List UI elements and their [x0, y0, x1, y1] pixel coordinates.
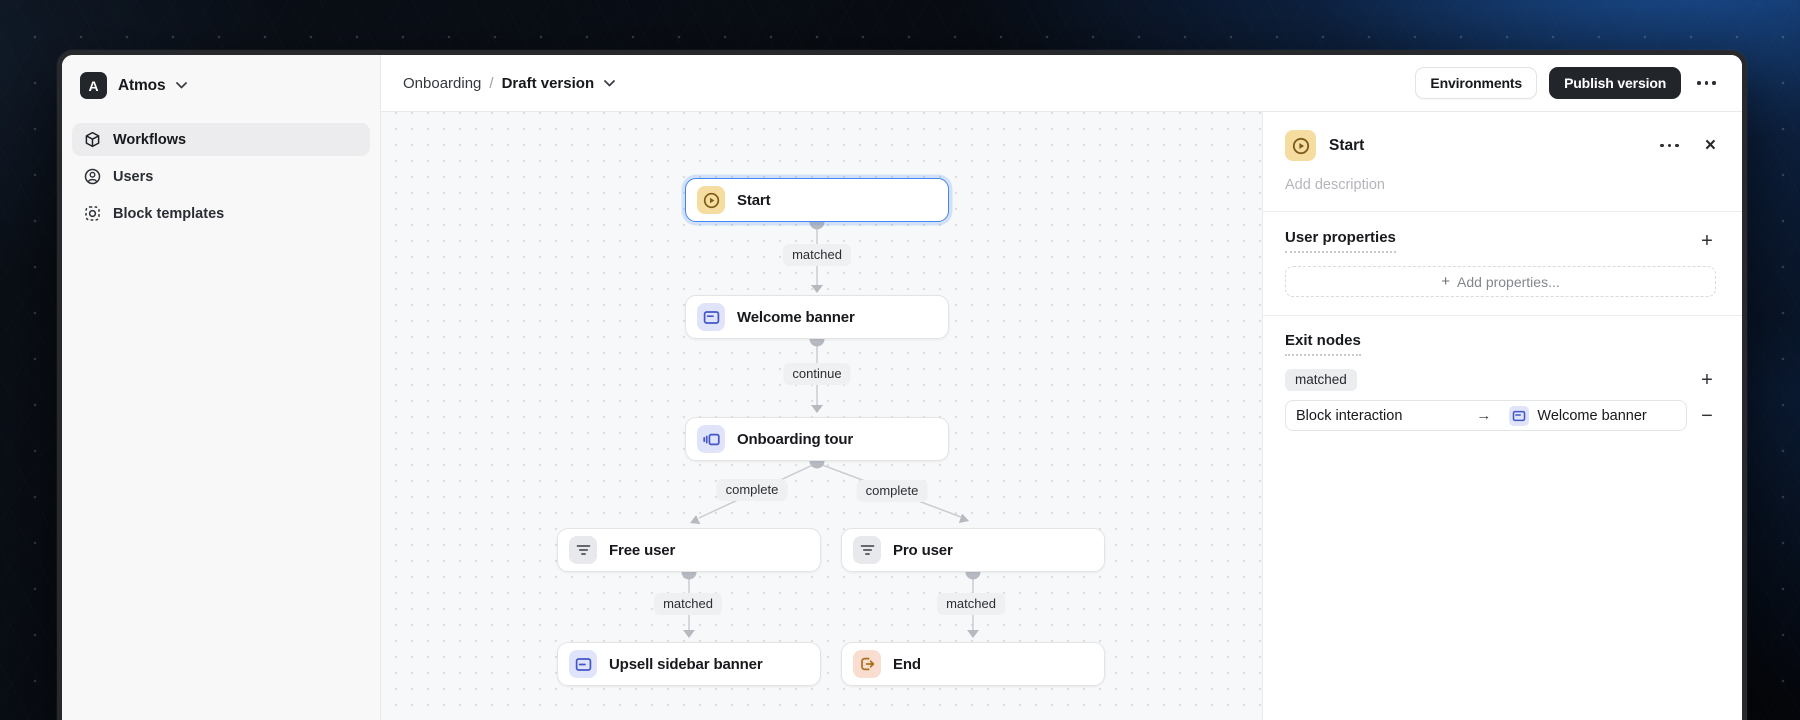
sidebar: A Atmos Workflows Users Block templates	[62, 55, 381, 720]
main-area: Onboarding / Draft version Environments …	[381, 55, 1742, 720]
play-circle-icon	[1285, 130, 1316, 161]
sidebar-item-label: Users	[113, 168, 154, 185]
filter-icon	[569, 536, 597, 564]
divider	[1263, 211, 1742, 212]
node-label: Upsell sidebar banner	[609, 655, 763, 673]
sidebar-item-label: Block templates	[113, 205, 225, 222]
edge-connectors	[681, 222, 981, 638]
plus-icon: +	[1441, 273, 1451, 290]
node-end[interactable]: End	[841, 642, 1105, 686]
edge-label: matched	[937, 593, 1005, 615]
exit-nodes-title: Exit nodes	[1285, 332, 1361, 356]
scan-icon	[85, 206, 100, 221]
inspector-header: Start ×	[1285, 130, 1716, 161]
edge-label: matched	[783, 244, 851, 266]
filter-icon	[853, 536, 881, 564]
workspace-name: Atmos	[118, 76, 166, 94]
inspector-title: Start	[1329, 136, 1365, 154]
node-upsell-sidebar-banner[interactable]: Upsell sidebar banner	[557, 642, 821, 686]
node-welcome-banner[interactable]: Welcome banner	[685, 295, 949, 339]
node-label: Free user	[609, 541, 676, 559]
add-properties-label: Add properties...	[1457, 273, 1560, 290]
banner-icon	[1509, 405, 1530, 426]
breadcrumb: Onboarding / Draft version	[403, 74, 616, 92]
node-label: Start	[737, 191, 771, 209]
node-onboarding-tour[interactable]: Onboarding tour	[685, 417, 949, 461]
description-placeholder[interactable]: Add description	[1285, 177, 1385, 193]
workspace-switcher[interactable]: A Atmos	[62, 55, 380, 113]
exit-icon	[853, 650, 881, 678]
workspace-logo: A	[80, 72, 107, 99]
edge-label: complete	[716, 479, 788, 501]
user-circle-icon	[84, 168, 101, 185]
edge-label: complete	[856, 480, 928, 502]
exit-node-tag: matched	[1285, 369, 1357, 391]
topbar: Onboarding / Draft version Environments …	[381, 55, 1742, 112]
arrow-right-icon: →	[1476, 407, 1492, 424]
cube-icon	[85, 131, 100, 148]
exit-rule-row[interactable]: Block interaction → Welcome banner	[1285, 400, 1687, 431]
workflow-canvas[interactable]: matched continue complete complete match…	[381, 112, 1262, 720]
chevron-down-icon	[176, 82, 188, 89]
node-pro-user[interactable]: Pro user	[841, 528, 1105, 572]
sidebar-item-workflows[interactable]: Workflows	[72, 123, 370, 156]
breadcrumb-parent[interactable]: Onboarding	[403, 74, 482, 92]
node-label: Welcome banner	[737, 308, 855, 326]
add-properties-button[interactable]: + Add properties...	[1285, 266, 1716, 297]
divider	[1263, 315, 1742, 316]
content: matched continue complete complete match…	[381, 112, 1742, 720]
user-properties-title: User properties	[1285, 229, 1396, 253]
inspector-panel: Start × Add description User properties …	[1262, 112, 1742, 720]
add-exit-node-button[interactable]: +	[1701, 369, 1713, 391]
add-user-property-button[interactable]: +	[1701, 230, 1713, 252]
sidebar-nav: Workflows Users Block templates	[62, 113, 380, 230]
environments-button[interactable]: Environments	[1415, 67, 1538, 99]
topbar-actions: Environments Publish version	[1415, 67, 1720, 99]
node-label: Pro user	[893, 541, 953, 559]
app-window: A Atmos Workflows Users Block templates …	[57, 50, 1747, 720]
node-label: Onboarding tour	[737, 430, 854, 448]
close-icon[interactable]: ×	[1704, 135, 1716, 156]
inspector-overflow-menu-icon[interactable]	[1656, 138, 1683, 154]
banner-icon	[569, 650, 597, 678]
node-free-user[interactable]: Free user	[557, 528, 821, 572]
sidebar-item-label: Workflows	[113, 131, 187, 148]
chevron-down-icon[interactable]	[604, 79, 616, 87]
breadcrumb-separator: /	[489, 74, 494, 92]
sidebar-item-block-templates[interactable]: Block templates	[72, 197, 370, 230]
breadcrumb-current[interactable]: Draft version	[501, 74, 595, 92]
carousel-icon	[697, 425, 725, 453]
exit-rule-target: Welcome banner	[1537, 407, 1647, 424]
overflow-menu-icon[interactable]	[1693, 75, 1720, 91]
play-circle-icon	[697, 186, 725, 214]
banner-icon	[697, 303, 725, 331]
publish-version-button[interactable]: Publish version	[1549, 67, 1682, 99]
edge-label: continue	[783, 363, 851, 385]
node-label: End	[893, 655, 921, 673]
edge-label: matched	[654, 593, 722, 615]
exit-rule-event: Block interaction	[1296, 407, 1403, 424]
remove-exit-rule-button[interactable]: −	[1701, 404, 1713, 427]
sidebar-item-users[interactable]: Users	[72, 160, 370, 193]
node-start[interactable]: Start	[685, 178, 949, 222]
